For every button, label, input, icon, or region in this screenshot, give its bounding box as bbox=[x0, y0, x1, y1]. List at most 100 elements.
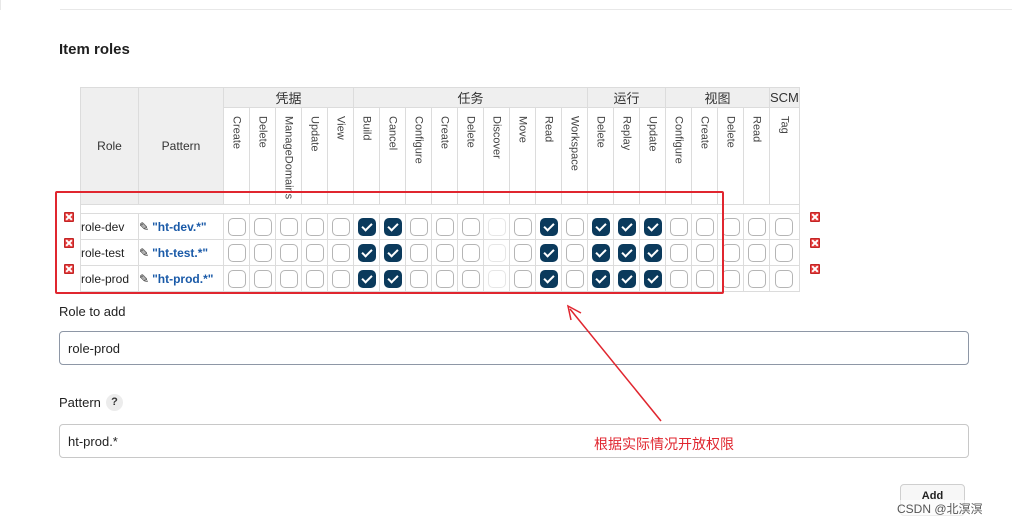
permission-column-label: Read bbox=[750, 116, 763, 143]
permission-checkbox[interactable] bbox=[695, 243, 714, 262]
permission-checkbox[interactable] bbox=[775, 243, 794, 262]
permission-checkbox[interactable] bbox=[305, 217, 324, 236]
permission-checkbox[interactable] bbox=[721, 269, 740, 288]
delete-role-icon[interactable] bbox=[64, 212, 74, 222]
permission-checkbox[interactable] bbox=[513, 243, 532, 262]
permission-checkbox[interactable] bbox=[669, 243, 688, 262]
pattern-link[interactable]: "ht-prod.*" bbox=[152, 271, 214, 286]
permission-column-header: Read bbox=[743, 107, 770, 205]
permission-cell bbox=[769, 265, 800, 292]
permission-cell bbox=[379, 213, 406, 240]
permission-cell bbox=[509, 265, 536, 292]
permission-checkbox[interactable] bbox=[591, 243, 610, 262]
permission-checkbox[interactable] bbox=[435, 243, 454, 262]
role-to-add-input[interactable] bbox=[59, 331, 969, 365]
permission-checkbox[interactable] bbox=[747, 217, 766, 236]
permission-cell bbox=[483, 265, 510, 292]
pattern-link[interactable]: "ht-test.*" bbox=[152, 245, 209, 260]
permission-checkbox[interactable] bbox=[409, 243, 428, 262]
delete-role-icon[interactable] bbox=[64, 238, 74, 248]
permission-checkbox[interactable] bbox=[383, 269, 402, 288]
permission-checkbox[interactable] bbox=[539, 243, 558, 262]
delete-role-icon[interactable] bbox=[810, 238, 820, 248]
permission-column-label: Build bbox=[360, 116, 373, 141]
permission-checkbox[interactable] bbox=[435, 217, 454, 236]
permission-checkbox[interactable] bbox=[617, 243, 636, 262]
permission-checkbox[interactable] bbox=[565, 243, 584, 262]
delete-role-icon[interactable] bbox=[64, 264, 74, 274]
permission-checkbox[interactable] bbox=[383, 217, 402, 236]
permission-checkbox[interactable] bbox=[565, 269, 584, 288]
permission-checkbox[interactable] bbox=[305, 243, 324, 262]
permission-cell bbox=[457, 239, 484, 266]
permission-checkbox[interactable] bbox=[643, 217, 662, 236]
permission-cell bbox=[691, 239, 718, 266]
permission-checkbox[interactable] bbox=[591, 217, 610, 236]
permission-checkbox[interactable] bbox=[695, 217, 714, 236]
pencil-icon[interactable]: ✎ bbox=[139, 219, 150, 234]
pencil-icon[interactable]: ✎ bbox=[139, 245, 150, 260]
pattern-cell: ✎"ht-test.*" bbox=[138, 239, 224, 266]
permission-checkbox[interactable] bbox=[435, 269, 454, 288]
permission-checkbox[interactable] bbox=[775, 217, 794, 236]
permission-checkbox[interactable] bbox=[227, 269, 246, 288]
permission-checkbox[interactable] bbox=[331, 217, 350, 236]
delete-role-icon[interactable] bbox=[810, 212, 820, 222]
permission-checkbox[interactable] bbox=[565, 217, 584, 236]
permission-checkbox[interactable] bbox=[461, 269, 480, 288]
permission-cell bbox=[483, 239, 510, 266]
permission-checkbox[interactable] bbox=[227, 217, 246, 236]
permission-checkbox[interactable] bbox=[331, 243, 350, 262]
permission-checkbox[interactable] bbox=[409, 269, 428, 288]
permission-checkbox[interactable] bbox=[775, 269, 794, 288]
permission-checkbox[interactable] bbox=[721, 217, 740, 236]
pencil-icon[interactable]: ✎ bbox=[139, 271, 150, 286]
permission-checkbox[interactable] bbox=[331, 269, 350, 288]
permission-cell bbox=[223, 239, 250, 266]
permission-checkbox[interactable] bbox=[669, 217, 688, 236]
permission-column-header: Replay bbox=[613, 107, 640, 205]
pattern-input[interactable] bbox=[59, 424, 969, 458]
permission-checkbox[interactable] bbox=[253, 217, 272, 236]
help-icon[interactable]: ? bbox=[106, 394, 123, 411]
permission-checkbox[interactable] bbox=[357, 269, 376, 288]
permission-checkbox[interactable] bbox=[539, 217, 558, 236]
permission-checkbox[interactable] bbox=[643, 269, 662, 288]
permission-checkbox[interactable] bbox=[461, 217, 480, 236]
permission-checkbox[interactable] bbox=[305, 269, 324, 288]
permission-checkbox[interactable] bbox=[227, 243, 246, 262]
permission-cell bbox=[535, 265, 562, 292]
permission-checkbox[interactable] bbox=[461, 243, 480, 262]
permission-cell bbox=[249, 213, 276, 240]
permission-column-header: View bbox=[327, 107, 354, 205]
permission-checkbox[interactable] bbox=[357, 217, 376, 236]
permission-cell bbox=[405, 265, 432, 292]
permission-checkbox[interactable] bbox=[253, 269, 272, 288]
permission-checkbox[interactable] bbox=[643, 243, 662, 262]
permission-cell bbox=[743, 265, 770, 292]
permission-checkbox[interactable] bbox=[591, 269, 610, 288]
permission-checkbox[interactable] bbox=[539, 269, 558, 288]
permission-checkbox[interactable] bbox=[253, 243, 272, 262]
permission-cell bbox=[639, 213, 666, 240]
permission-checkbox[interactable] bbox=[695, 269, 714, 288]
permission-checkbox[interactable] bbox=[357, 243, 376, 262]
permission-checkbox[interactable] bbox=[513, 269, 532, 288]
permission-checkbox[interactable] bbox=[721, 243, 740, 262]
permission-checkbox[interactable] bbox=[617, 217, 636, 236]
pattern-link[interactable]: "ht-dev.*" bbox=[152, 219, 207, 234]
permission-checkbox[interactable] bbox=[383, 243, 402, 262]
permission-checkbox[interactable] bbox=[279, 243, 298, 262]
permission-checkbox[interactable] bbox=[747, 269, 766, 288]
permission-cell bbox=[613, 239, 640, 266]
permission-checkbox[interactable] bbox=[279, 217, 298, 236]
permission-checkbox[interactable] bbox=[669, 269, 688, 288]
permission-checkbox[interactable] bbox=[747, 243, 766, 262]
permission-checkbox[interactable] bbox=[513, 217, 532, 236]
permission-checkbox[interactable] bbox=[617, 269, 636, 288]
permission-column-header: Delete bbox=[249, 107, 276, 205]
permission-checkbox[interactable] bbox=[409, 217, 428, 236]
permission-checkbox[interactable] bbox=[279, 269, 298, 288]
delete-role-icon[interactable] bbox=[810, 264, 820, 274]
permission-cell bbox=[275, 213, 302, 240]
